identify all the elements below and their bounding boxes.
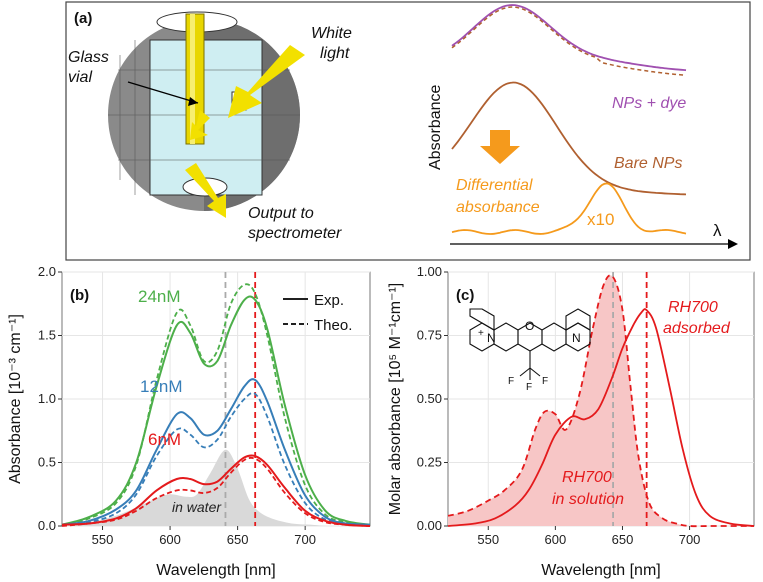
white-light-label: White light xyxy=(311,25,356,62)
b-ytick-label: 1.5 xyxy=(38,328,56,343)
glass-vial-label: Glass vial xyxy=(68,49,113,86)
molecule-o: O xyxy=(525,319,534,333)
nps-dye-label: NPs + dye xyxy=(612,95,686,112)
rh700-molecule-structure xyxy=(469,308,591,380)
nps-dye-theo-curve xyxy=(451,6,687,76)
molecule-n-right: N xyxy=(572,331,581,345)
panel-c-chart: 550 600 650 700 0.00 0.25 0.50 0.75 1.00 (c) RH7… xyxy=(387,264,755,579)
x10-label: x10 xyxy=(587,210,614,229)
schematic-spectra: λ Absorbance NPs + dye Bare NPs Differen… xyxy=(427,4,738,249)
nps-dye-curve xyxy=(451,4,687,72)
legend-theo: Theo. xyxy=(314,317,352,334)
panel-a-label: (a) xyxy=(74,10,92,27)
rh700-adsorbed-line xyxy=(447,308,755,527)
b-ytick-label: 1.0 xyxy=(38,391,56,406)
panel-b-legend: Exp. Theo. xyxy=(283,292,352,334)
panel-a: (a) Glass xyxy=(65,1,751,261)
b-ytick-label: 2.0 xyxy=(38,264,56,279)
integrating-sphere-illustration xyxy=(108,11,305,218)
molecule-f3: F xyxy=(542,376,548,387)
label-12nm: 12nM xyxy=(140,377,183,396)
in-water-label: in water xyxy=(172,499,222,515)
series-12nm-exp-line xyxy=(61,378,371,526)
label-24nm: 24nM xyxy=(138,287,181,306)
legend-exp: Exp. xyxy=(314,292,344,309)
molecule-f1: F xyxy=(508,376,514,387)
molecule-n-left: N xyxy=(487,331,496,345)
vial-pointer-line xyxy=(127,81,199,104)
c-xtick-label: 550 xyxy=(477,532,499,547)
panel-b-label: (b) xyxy=(70,287,89,304)
inner-light-arrow xyxy=(190,110,210,140)
panel-b-series xyxy=(61,283,371,527)
panel-b-chart: 550 600 650 700 0.0 0.5 1.0 1.5 2.0 (b) in water… xyxy=(7,264,371,579)
differential-curve xyxy=(451,182,687,235)
rh700-solution-area xyxy=(448,275,754,527)
panel-b-vlines xyxy=(224,272,257,526)
b-xtick-label: 700 xyxy=(294,532,316,547)
panel-c-ticks: 550 600 650 700 0.00 0.25 0.50 0.75 1.00 xyxy=(417,264,701,547)
c-xtick-label: 650 xyxy=(612,532,634,547)
panel-c-xlabel: Wavelength [nm] xyxy=(541,562,660,579)
b-xtick-label: 650 xyxy=(227,532,249,547)
panel-c-ylabel: Molar absorbance [10⁵ M⁻¹cm⁻¹] xyxy=(387,283,404,515)
panel-b-ticks: 550 600 650 700 0.0 0.5 1.0 1.5 2.0 xyxy=(38,264,316,547)
panel-b-ylabel: Absorbance [10⁻³ cm⁻¹] xyxy=(7,314,24,484)
bare-nps-curve xyxy=(451,81,687,196)
differential-label: Differential absorbance xyxy=(456,177,540,216)
panel-c-vlines xyxy=(612,272,648,526)
c-ytick-label: 1.00 xyxy=(417,264,442,279)
lambda-axis-arrowhead xyxy=(728,239,738,249)
b-xtick-label: 600 xyxy=(159,532,181,547)
series-6nm-theo-line xyxy=(61,456,371,527)
output-label: Output to spectrometer xyxy=(248,205,342,242)
rh700-solution-label: RH700 in solution xyxy=(552,469,624,508)
molecule-plus: + xyxy=(478,328,484,339)
label-6nm: 6nM xyxy=(148,430,181,449)
output-arrow xyxy=(185,163,226,218)
differential-arrow xyxy=(480,130,520,164)
b-xtick-label: 550 xyxy=(92,532,114,547)
c-xtick-label: 700 xyxy=(679,532,701,547)
molecule-f2: F xyxy=(526,382,532,393)
b-ytick-label: 0.0 xyxy=(38,518,56,533)
vial-pointer-arrowhead xyxy=(188,97,198,106)
c-xtick-label: 600 xyxy=(545,532,567,547)
panel-c-label: (c) xyxy=(456,287,474,304)
glass-vial-label-line1: Glass xyxy=(68,49,109,66)
c-ytick-label: 0.50 xyxy=(417,391,442,406)
b-ytick-label: 0.5 xyxy=(38,455,56,470)
series-24nm-exp-line xyxy=(61,295,371,526)
c-ytick-label: 0.75 xyxy=(417,328,442,343)
white-light-arrow xyxy=(228,45,305,118)
panel-c-series xyxy=(447,274,755,528)
bare-nps-label: Bare NPs xyxy=(614,155,682,172)
c-ytick-label: 0.00 xyxy=(417,518,442,533)
glass-vial-label-line2: vial xyxy=(68,69,92,86)
lambda-label: λ xyxy=(713,221,722,240)
schematic-ylabel: Absorbance xyxy=(427,85,444,170)
series-12nm-theo-line xyxy=(61,392,371,526)
panel-b-xlabel: Wavelength [nm] xyxy=(156,562,275,579)
c-ytick-label: 0.25 xyxy=(417,455,442,470)
rh700-adsorbed-label: RH700 adsorbed xyxy=(663,299,731,337)
series-6nm-exp-line xyxy=(61,454,371,527)
